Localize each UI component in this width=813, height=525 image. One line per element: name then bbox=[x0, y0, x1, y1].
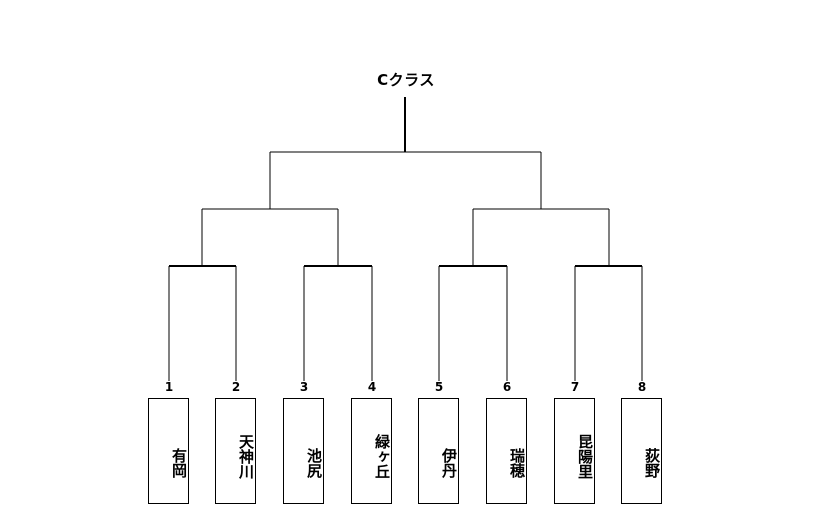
seed-number: 5 bbox=[434, 380, 444, 394]
seed-number: 6 bbox=[502, 380, 512, 394]
seed-number: 2 bbox=[231, 380, 241, 394]
team-name: 伊丹 bbox=[440, 448, 458, 478]
seed-number: 3 bbox=[299, 380, 309, 394]
team-box: 伊丹 bbox=[418, 398, 459, 504]
team-box: 有岡 bbox=[148, 398, 189, 504]
team-name: 有岡 bbox=[170, 448, 188, 478]
team-box: 瑞穂 bbox=[486, 398, 527, 504]
team-name: 瑞穂 bbox=[508, 448, 526, 478]
team-name: 天神川 bbox=[237, 433, 255, 479]
team-name: 荻野 bbox=[643, 448, 661, 478]
team-name: 昆陽里 bbox=[576, 433, 594, 479]
seed-number: 1 bbox=[164, 380, 174, 394]
team-box: 荻野 bbox=[621, 398, 662, 504]
bracket-title: Cクラス bbox=[377, 71, 435, 89]
team-box: 天神川 bbox=[215, 398, 256, 504]
seed-number: 4 bbox=[367, 380, 377, 394]
team-name: 緑ヶ丘 bbox=[373, 433, 391, 479]
team-box: 池尻 bbox=[283, 398, 324, 504]
seed-number: 7 bbox=[570, 380, 580, 394]
team-name: 池尻 bbox=[305, 448, 323, 478]
seed-number: 8 bbox=[637, 380, 647, 394]
team-box: 緑ヶ丘 bbox=[351, 398, 392, 504]
team-box: 昆陽里 bbox=[554, 398, 595, 504]
